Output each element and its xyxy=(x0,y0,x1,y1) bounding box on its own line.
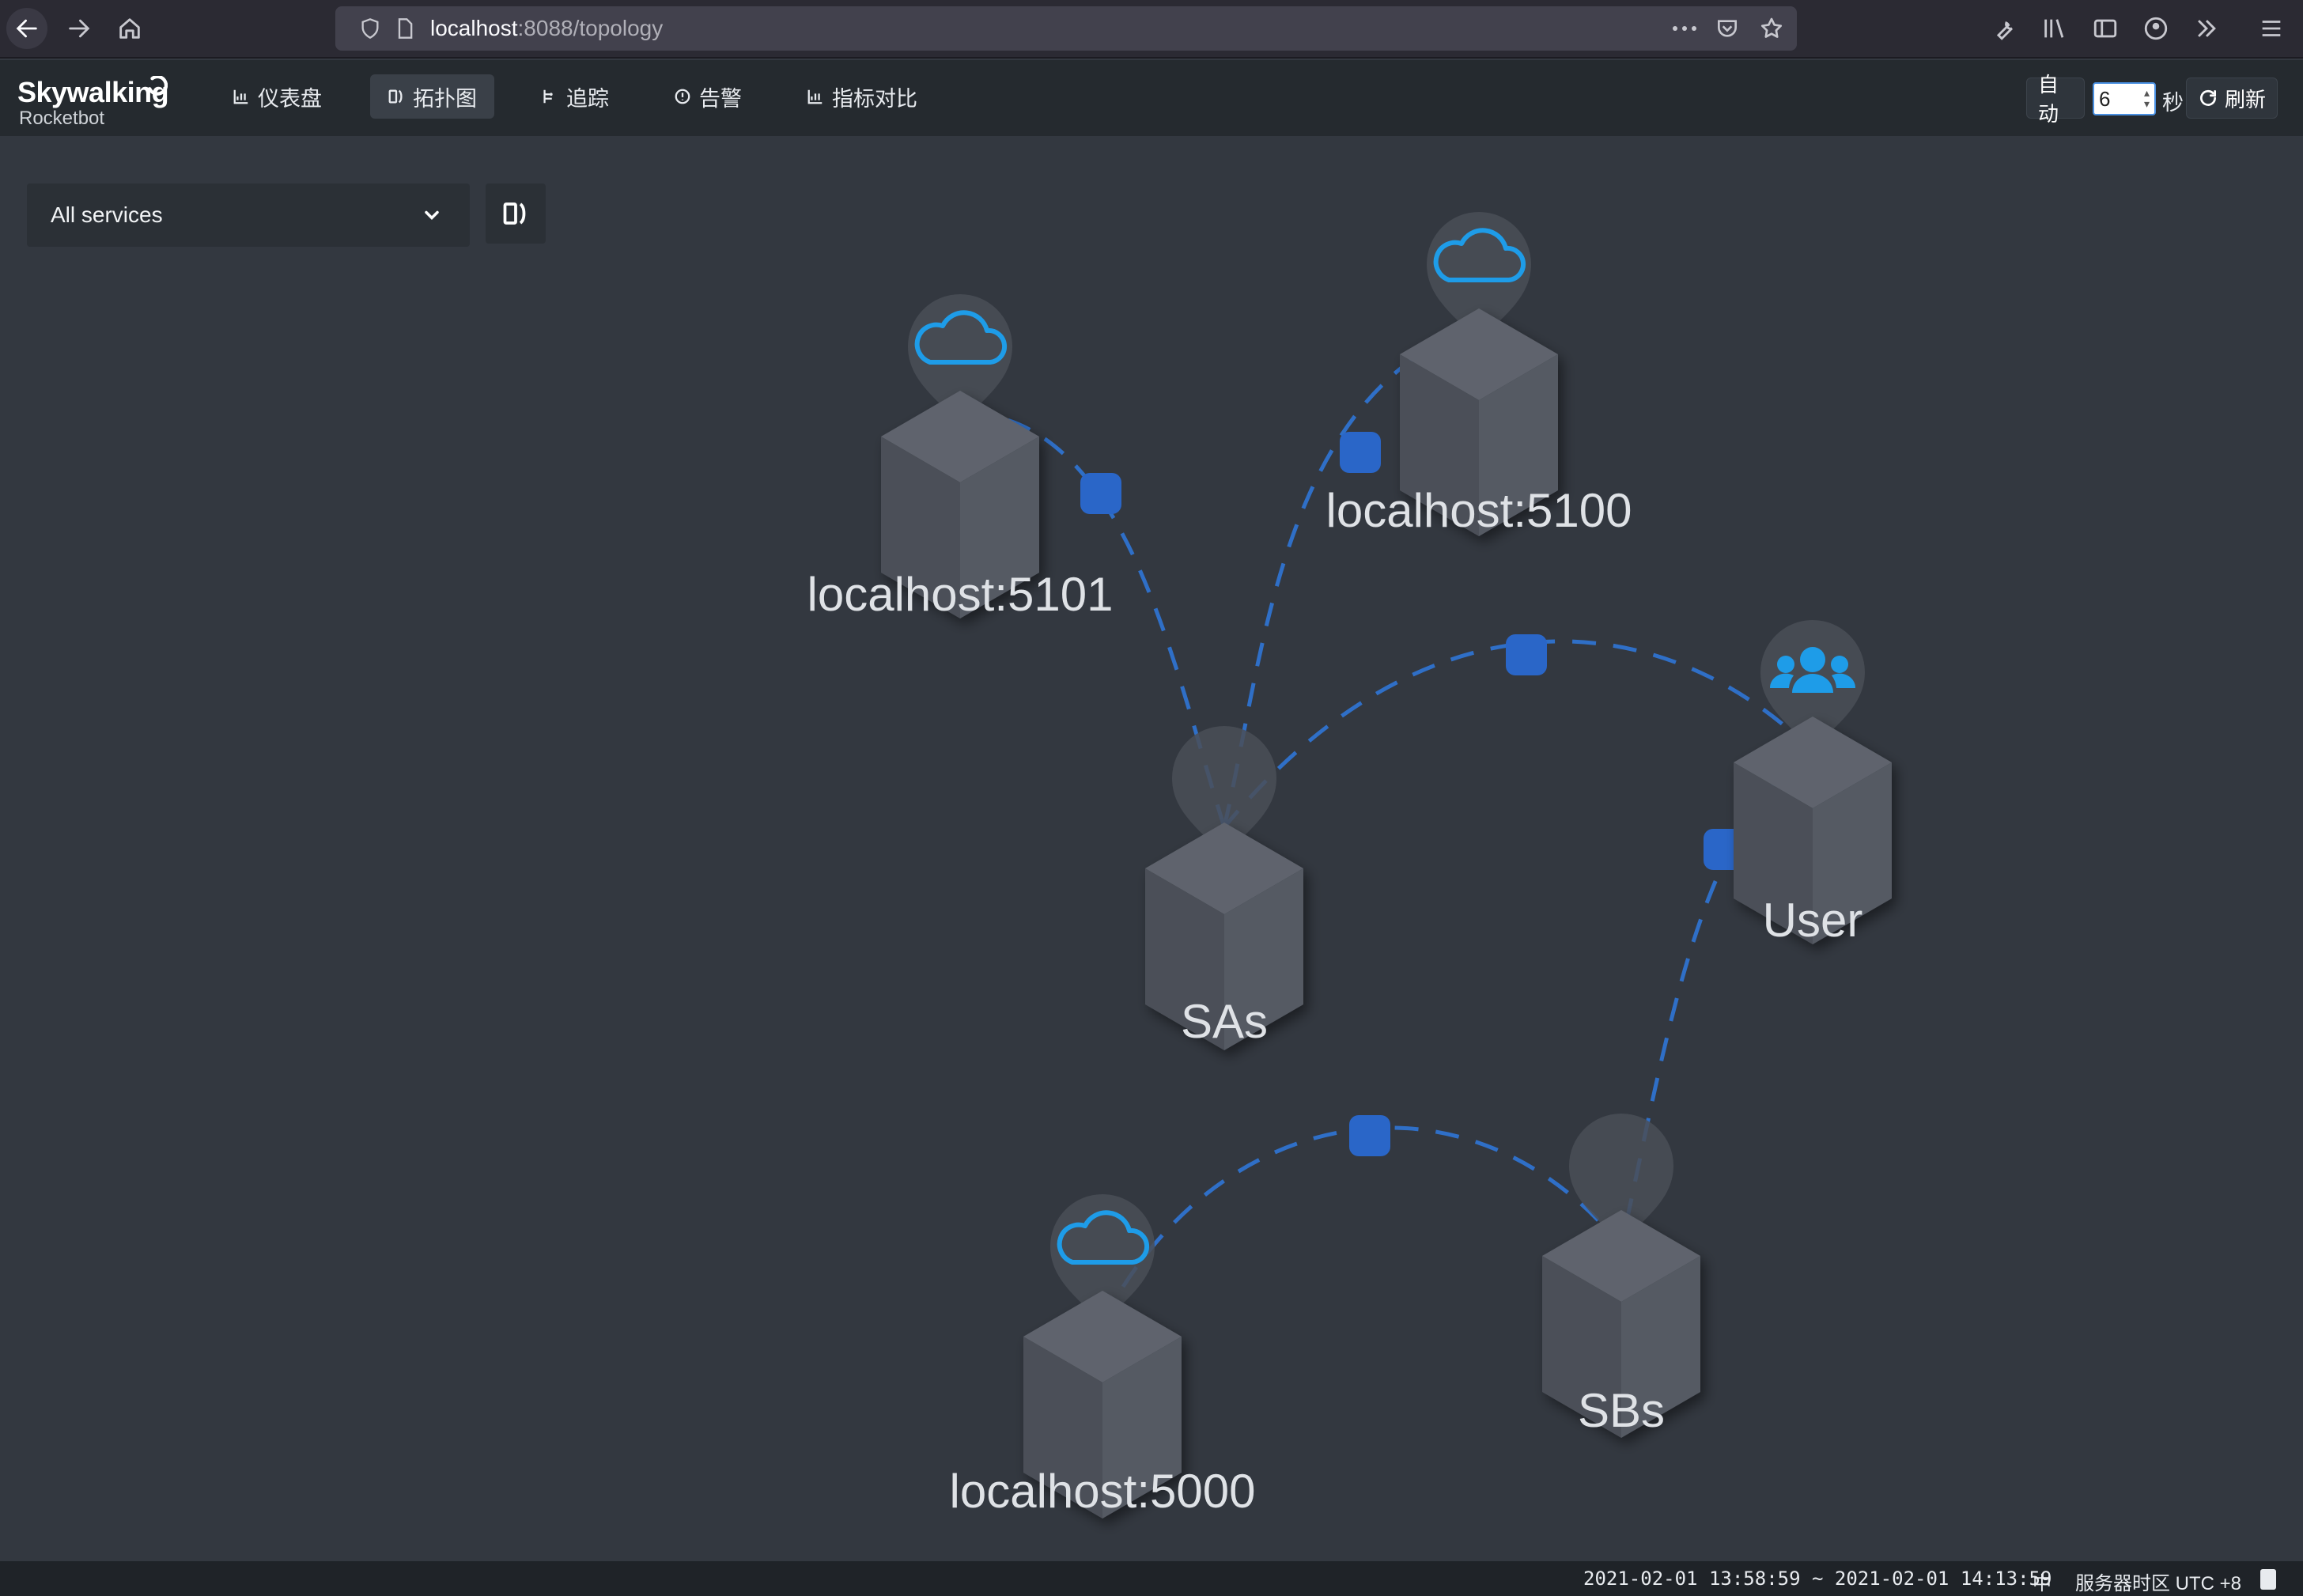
forward-arrow-icon xyxy=(69,19,90,38)
topology-node-user[interactable]: User xyxy=(1734,620,1892,947)
node-label: localhost:5000 xyxy=(950,1465,1256,1518)
back-arrow-icon xyxy=(16,19,37,38)
page-icon xyxy=(398,18,413,39)
bookmark-star-icon[interactable] xyxy=(1759,16,1784,41)
menu-label: 指标对比 xyxy=(832,86,917,111)
status-bar: 2021-02-01 13:58:59 ~ 2021-02-01 14:13:5… xyxy=(0,1561,2303,1596)
node-cube xyxy=(881,391,1039,618)
node-label: SBs xyxy=(1578,1384,1665,1437)
topology-node-localhost5000[interactable]: localhost:5000 xyxy=(950,1194,1256,1518)
topology-icon xyxy=(503,202,526,225)
pocket-icon[interactable] xyxy=(1715,16,1740,41)
overflow-button[interactable] xyxy=(2191,13,2222,44)
topology-node-localhost5100[interactable]: localhost:5100 xyxy=(1326,212,1632,537)
chart-icon xyxy=(807,89,822,104)
service-select[interactable]: All services xyxy=(27,183,470,247)
service-select-value: All services xyxy=(51,202,163,227)
library-icon xyxy=(2044,19,2064,38)
logo-subtitle: Rocketbot xyxy=(19,108,105,129)
topology-node-localhost5101[interactable]: localhost:5101 xyxy=(807,294,1114,621)
edge-sas-localhost5101[interactable] xyxy=(959,410,1227,828)
menu-label: 追踪 xyxy=(566,86,609,111)
edge-localhost5000-sbs[interactable] xyxy=(1100,1125,1623,1324)
chevron-down-icon xyxy=(425,210,439,220)
menu-label: 拓扑图 xyxy=(413,86,477,111)
refresh-icon xyxy=(2200,89,2217,106)
wrench-icon xyxy=(1996,21,2013,40)
tools-button[interactable] xyxy=(1988,13,2020,44)
app-header: Skywalking Rocketbot 仪表盘 拓扑图 追踪 告警 指标对比 … xyxy=(0,60,2303,136)
home-icon xyxy=(119,18,140,39)
timezone-info-icon[interactable] xyxy=(2260,1569,2276,1590)
app-menu-button[interactable] xyxy=(2256,13,2287,44)
library-button[interactable] xyxy=(2039,13,2070,44)
shield-icon xyxy=(361,18,379,39)
home-button[interactable] xyxy=(109,8,150,49)
menu-alarm[interactable]: 告警 xyxy=(656,74,759,119)
cloud-icon xyxy=(1433,228,1526,282)
topology-toggle-button[interactable] xyxy=(486,183,546,244)
menu-dashboard[interactable]: 仪表盘 xyxy=(215,74,339,119)
hamburger-icon xyxy=(2262,21,2281,36)
sidebar-button[interactable] xyxy=(2089,13,2121,44)
auto-label: 自动 xyxy=(2038,73,2059,126)
cloud-icon xyxy=(914,310,1008,365)
interval-input[interactable]: 6 ▴▾ xyxy=(2093,82,2156,115)
edges-layer xyxy=(959,322,1814,1324)
chart-icon xyxy=(233,89,248,104)
edge-marker[interactable] xyxy=(1340,432,1381,473)
spin-arrows-icon[interactable]: ▴▾ xyxy=(2143,86,2150,110)
interval-unit: 秒 xyxy=(2162,91,2184,115)
server-timezone: 服务器时区 UTC +8 xyxy=(2075,1573,2242,1594)
node-pin xyxy=(1172,726,1276,856)
node-cube xyxy=(1023,1291,1182,1518)
sidebar-icon xyxy=(2093,19,2117,38)
logo-arc-icon xyxy=(148,76,168,96)
cloud-icon xyxy=(1057,1210,1150,1265)
back-button[interactable] xyxy=(6,8,47,49)
menu-topology[interactable]: 拓扑图 xyxy=(370,74,494,119)
alarm-icon xyxy=(675,89,690,104)
forward-button[interactable] xyxy=(59,8,100,49)
time-range[interactable]: 2021-02-01 13:58:59 ~ 2021-02-01 14:13:5… xyxy=(1583,1568,2052,1590)
refresh-label: 刷新 xyxy=(2225,87,2267,112)
edge-marker[interactable] xyxy=(1506,634,1547,675)
node-cube xyxy=(1145,823,1303,1050)
double-chevron-icon xyxy=(2198,20,2216,37)
topology-node-sbs[interactable]: SBs xyxy=(1542,1114,1700,1438)
node-label: SAs xyxy=(1181,995,1268,1048)
trace-icon xyxy=(543,89,553,104)
language-toggle[interactable]: 中 xyxy=(2033,1573,2052,1594)
topology-node-sas[interactable]: SAs xyxy=(1145,726,1303,1050)
account-icon xyxy=(2144,17,2168,40)
node-label: User xyxy=(1763,894,1863,947)
node-label: localhost:5100 xyxy=(1326,484,1632,537)
node-cube xyxy=(1542,1210,1700,1438)
url-text[interactable]: localhost:8088/topology xyxy=(430,16,664,40)
more-icon[interactable] xyxy=(1670,17,1699,40)
logo-title: Skywalking xyxy=(17,76,169,108)
menu-trace[interactable]: 追踪 xyxy=(524,74,626,119)
node-label: localhost:5101 xyxy=(807,568,1114,621)
edge-marker[interactable] xyxy=(1080,473,1121,514)
node-cube xyxy=(1400,308,1558,536)
interval-value: 6 xyxy=(2099,87,2111,111)
menu-metric-compare[interactable]: 指标对比 xyxy=(789,74,935,119)
menu-label: 仪表盘 xyxy=(258,86,322,111)
refresh-button[interactable]: 刷新 xyxy=(2186,78,2278,119)
node-pin xyxy=(1569,1114,1673,1243)
topology-icon xyxy=(388,89,403,104)
menu-label: 告警 xyxy=(699,86,742,111)
auto-refresh-button[interactable]: 自动 xyxy=(2026,73,2085,126)
edge-marker[interactable] xyxy=(1349,1115,1390,1156)
account-button[interactable] xyxy=(2140,13,2172,44)
users-icon xyxy=(1769,647,1856,693)
url-bar[interactable]: localhost:8088/topology xyxy=(335,6,1797,51)
node-cube xyxy=(1734,717,1892,944)
browser-toolbar: localhost:8088/topology xyxy=(0,0,2303,59)
